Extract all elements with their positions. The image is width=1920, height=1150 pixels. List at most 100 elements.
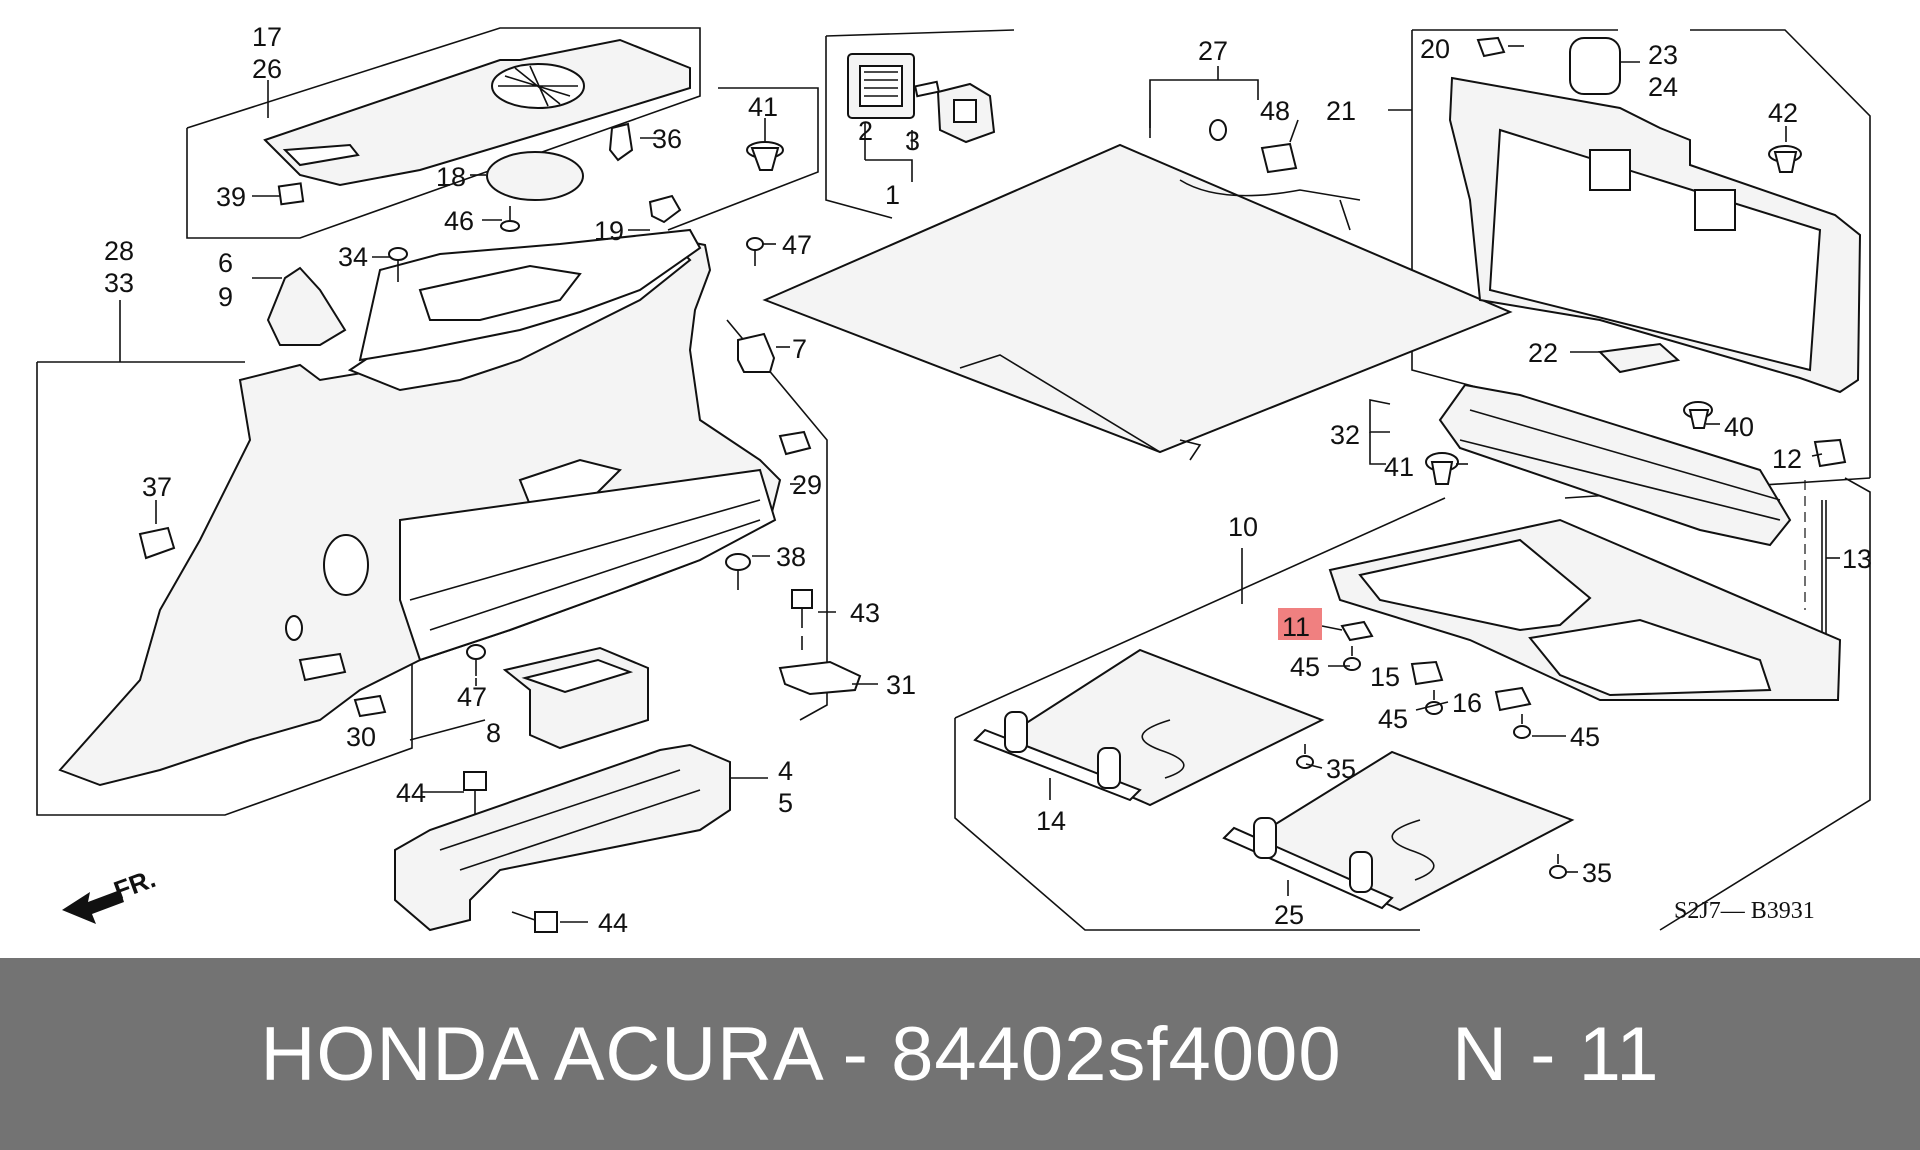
front-direction-label: FR.: [110, 863, 160, 906]
callout-41b: 41: [1384, 452, 1414, 482]
part-strap-27: [1209, 119, 1227, 141]
callout-14: 14: [1036, 806, 1066, 836]
callout-47a: 47: [782, 230, 812, 260]
part-hook-48: [1260, 142, 1298, 174]
part-bracket-2: [847, 53, 915, 119]
part-cap-29: [778, 430, 812, 456]
callout-9: 9: [218, 282, 233, 312]
front-direction-arrow: FR.: [62, 863, 159, 924]
part-clip-12: [1813, 438, 1847, 468]
footer-banner: HONDA ACURA - 84402sf4000 N - 11: [0, 958, 1920, 1150]
callout-18: 18: [436, 162, 466, 192]
part-clip-15: [1410, 660, 1444, 686]
callout-26: 26: [252, 54, 282, 84]
callout-24: 24: [1648, 72, 1678, 102]
callout-3: 3: [905, 126, 920, 156]
callout-13: 13: [1842, 544, 1872, 574]
part-screw-35b: [1549, 854, 1567, 879]
part-bracket-11: [1340, 620, 1374, 642]
part-tailgate-panel: [1448, 76, 1862, 394]
part-screw-45b: [1425, 690, 1443, 715]
part-screw-47b: [466, 644, 486, 676]
callout-29: 29: [792, 470, 822, 500]
part-clip-20: [1476, 36, 1506, 58]
part-pocket-8: [502, 646, 649, 750]
callout-40: 40: [1724, 412, 1754, 442]
callout-19: 19: [594, 216, 624, 246]
part-cover-6-9: [266, 266, 347, 346]
callout-33: 33: [104, 268, 134, 298]
part-cap-30b: [298, 652, 347, 682]
footer-part-title: HONDA ACURA - 84402sf4000 N - 11: [260, 1011, 1660, 1097]
callout-43: 43: [850, 598, 880, 628]
part-clip-39: [277, 182, 305, 206]
callout-45c: 45: [1570, 722, 1600, 752]
callout-30: 30: [346, 722, 376, 752]
part-clip-36: [608, 122, 634, 162]
highlighted-callout-box: [1278, 608, 1322, 640]
part-side-trim: [58, 228, 782, 787]
callout-36: 36: [652, 124, 682, 154]
part-clip-19: [648, 194, 682, 224]
callout-39: 39: [216, 182, 246, 212]
callout-7: 7: [792, 334, 807, 364]
callout-4: 4: [778, 756, 793, 786]
callout-16: 16: [1452, 688, 1482, 718]
callout-23: 23: [1648, 40, 1678, 70]
callout-44a: 44: [396, 778, 426, 808]
part-clip-42: [1768, 145, 1802, 173]
parts-diagram: FR.: [36, 22, 1873, 938]
callout-28: 28: [104, 236, 134, 266]
part-subpanel-14: [973, 648, 1325, 807]
callout-5: 5: [778, 788, 793, 818]
callout-48: 48: [1260, 96, 1290, 126]
part-clip-3: [914, 80, 996, 144]
callout-32: 32: [1330, 420, 1360, 450]
part-clip-16: [1494, 686, 1532, 712]
callout-8: 8: [486, 718, 501, 748]
callout-46: 46: [444, 206, 474, 236]
part-cover-disk: [486, 151, 584, 201]
callout-17: 17: [252, 22, 282, 52]
part-clip-38: [725, 553, 751, 590]
part-bracket-4-5: [394, 743, 731, 932]
callout-41a: 41: [748, 92, 778, 122]
callout-12: 12: [1772, 444, 1802, 474]
callout-38: 38: [776, 542, 806, 572]
callout-42: 42: [1768, 98, 1798, 128]
callout-47b: 47: [457, 682, 487, 712]
callout-21: 21: [1326, 96, 1356, 126]
part-screw-34: [388, 247, 408, 282]
callout-10: 10: [1228, 512, 1258, 542]
part-upper-trim-panel: [263, 38, 691, 187]
leader-lines: [119, 45, 1840, 923]
part-clip-40: [1683, 401, 1713, 429]
callout-2: 2: [858, 116, 873, 146]
drawing-code: S2J7— B3931: [1674, 898, 1815, 924]
part-rail-32: [1438, 383, 1792, 547]
callout-15: 15: [1370, 662, 1400, 692]
part-subpanel-25: [1222, 750, 1575, 912]
callout-6: 6: [218, 248, 233, 278]
callout-31: 31: [886, 670, 916, 700]
part-hook-31: [778, 660, 862, 696]
callout-45b: 45: [1378, 704, 1408, 734]
part-screw-47a: [746, 237, 764, 266]
part-cargo-cover: [762, 143, 1513, 461]
callout-44b: 44: [598, 908, 628, 938]
callout-25: 25: [1274, 900, 1304, 930]
part-clip-41a: [746, 141, 784, 171]
callout-20: 20: [1420, 34, 1450, 64]
part-clip-7: [737, 332, 776, 373]
part-bolt-43: [791, 589, 813, 650]
callout-22: 22: [1528, 338, 1558, 368]
part-screw-46: [500, 206, 520, 232]
part-screw-45c: [1513, 714, 1531, 739]
callout-1: 1: [885, 180, 900, 210]
part-bolt-44b: [511, 911, 558, 933]
callout-45a: 45: [1290, 652, 1320, 682]
part-clip-41b: [1425, 452, 1459, 485]
callout-35b: 35: [1582, 858, 1612, 888]
callout-34: 34: [338, 242, 368, 272]
part-cap-30: [353, 694, 387, 718]
